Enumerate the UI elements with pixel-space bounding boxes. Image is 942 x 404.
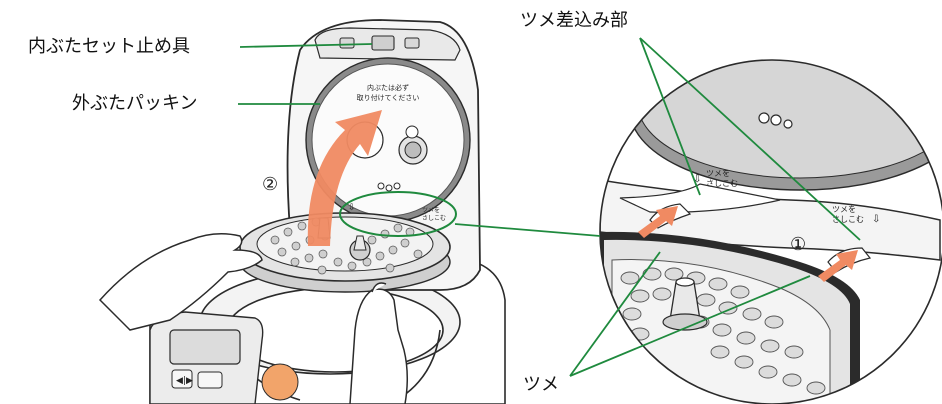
step-1-number: ① <box>790 234 806 255</box>
svg-text:⇩: ⇩ <box>872 214 880 225</box>
svg-text:⇩: ⇩ <box>348 203 356 213</box>
label-outer-lid-packing: 外ぶたパッキン <box>72 93 198 114</box>
inner-lid <box>239 212 451 293</box>
hands <box>98 233 408 404</box>
zoom-connector-line <box>454 223 601 237</box>
step-1-arrow-left <box>638 206 678 238</box>
label-claw: ツメ <box>523 374 559 395</box>
svg-text:取り付けてください: 取り付けてください <box>357 93 420 102</box>
step-2-arrow <box>307 110 382 246</box>
label-inner-lid-stopper: 内ぶたセット止め具 <box>28 36 190 57</box>
svg-text:ツメを: ツメを <box>422 207 440 214</box>
label-claw-insertion: ツメ差込み部 <box>520 10 628 31</box>
svg-text:ツメを: ツメを <box>832 205 856 214</box>
inner-lid-stopper <box>371 35 395 51</box>
svg-text:⇩: ⇩ <box>693 174 701 185</box>
svg-text:さしこむ: さしこむ <box>422 215 446 222</box>
step-1-arrow-right <box>818 250 858 282</box>
step-2-number: ② <box>262 174 278 195</box>
svg-text:内ぶたは必ず: 内ぶたは必ず <box>367 83 409 92</box>
start-button <box>261 363 299 401</box>
svg-text:さしこむ: さしこむ <box>706 179 738 188</box>
svg-text:さしこむ: さしこむ <box>832 215 864 224</box>
leader-lines <box>238 37 861 377</box>
svg-text:ツメを: ツメを <box>706 169 730 178</box>
claw-area-highlight <box>339 191 457 237</box>
svg-text:◀|▶: ◀|▶ <box>176 376 193 386</box>
detail-magnifier: ⇩ ツメを さしこむ ツメを さしこむ ⇩ ① <box>600 60 942 404</box>
